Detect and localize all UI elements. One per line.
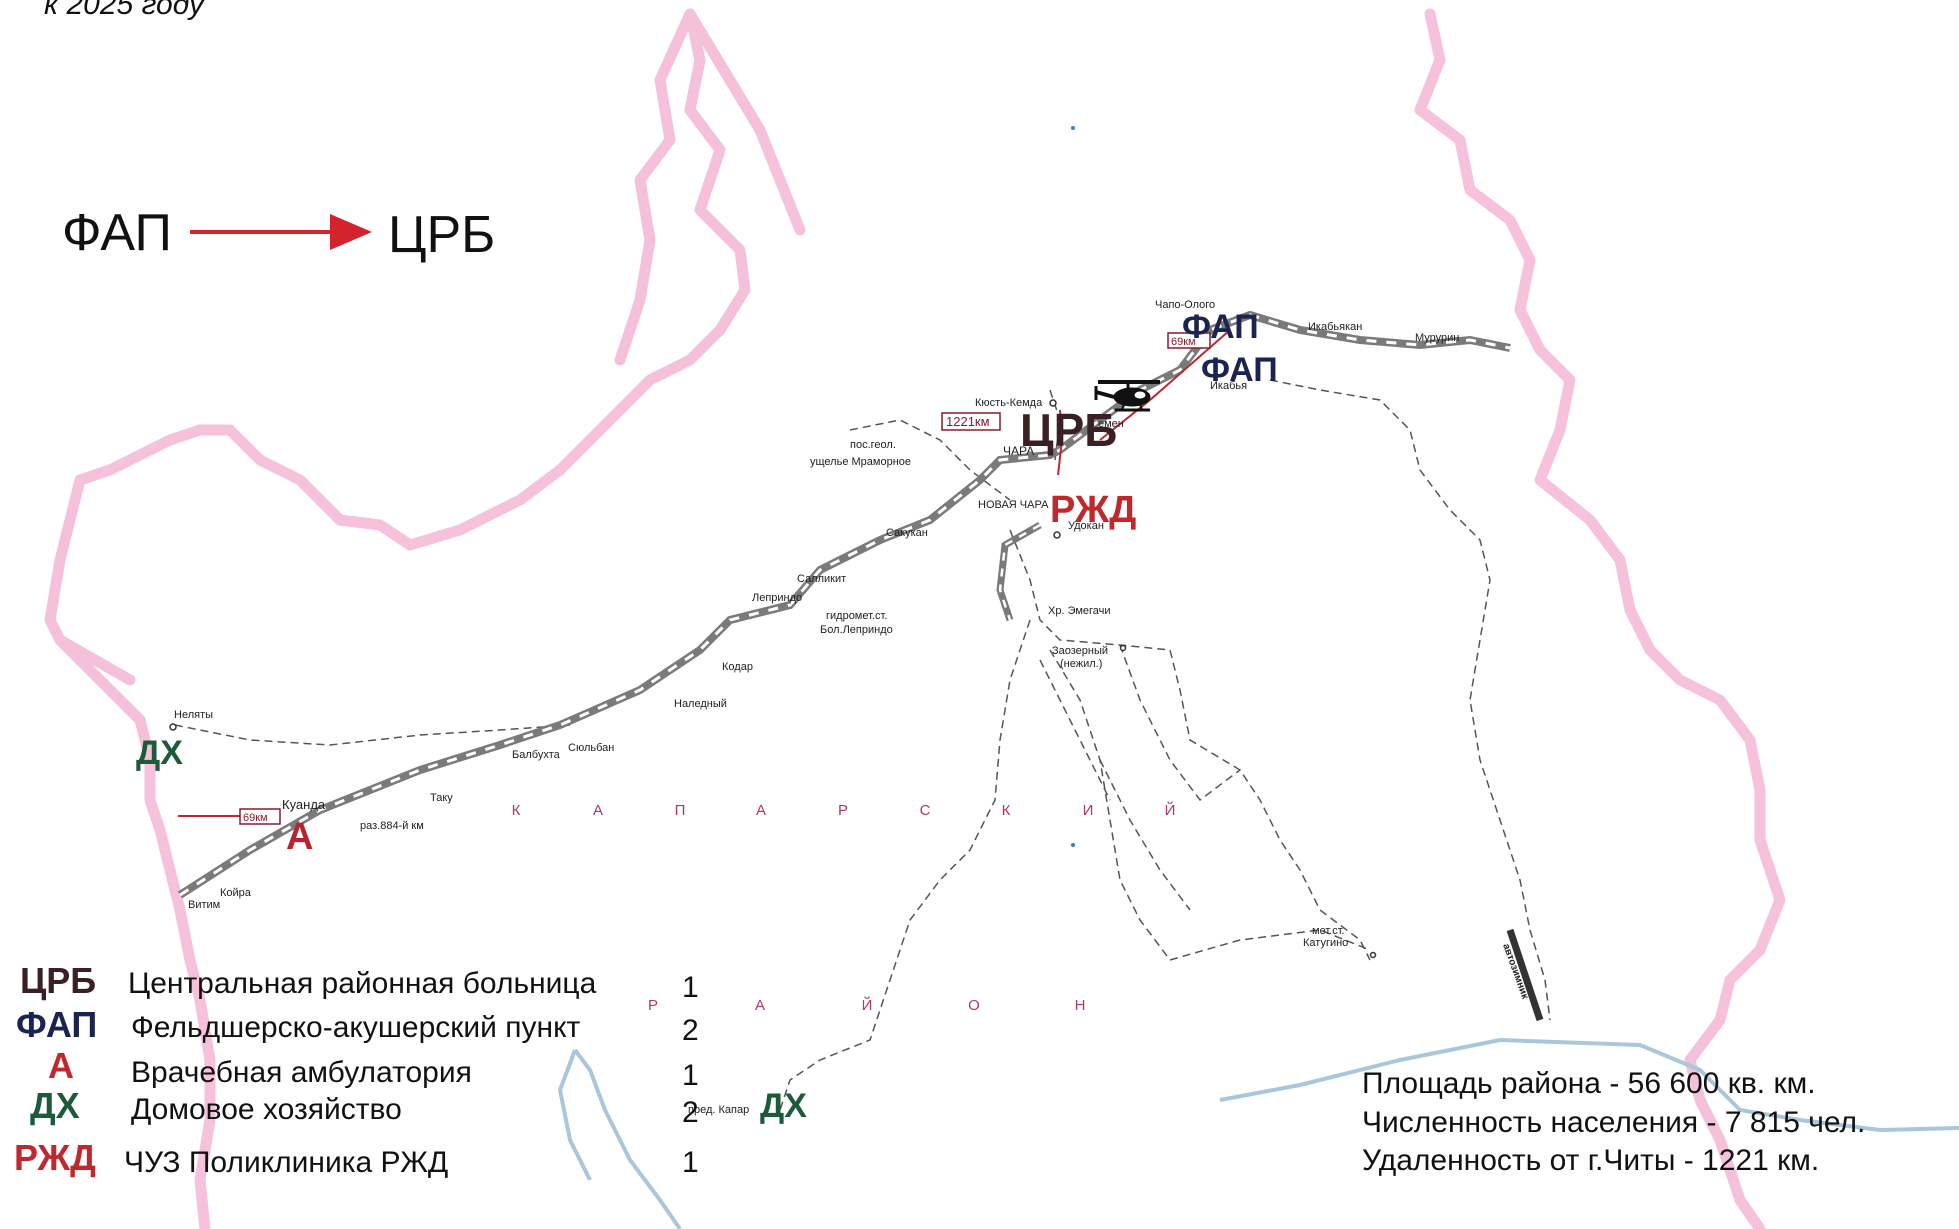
region-letter: Н bbox=[1075, 997, 1086, 1014]
label-koyra: Койра bbox=[220, 887, 252, 899]
region-letter: А bbox=[593, 802, 603, 819]
legend: ЦРБ Центральная районная больница 1 ФАП … bbox=[14, 960, 699, 1179]
legend-symbol-rzhd: РЖД bbox=[14, 1137, 96, 1178]
stat-population: Численность населения - 7 815 чел. bbox=[1362, 1106, 1865, 1139]
label-raz884: раз.884-й км bbox=[360, 820, 424, 832]
flow-to-label: ЦРБ bbox=[388, 206, 495, 264]
label-gidromet: гидромет.ст. bbox=[826, 610, 887, 622]
region-letter: А bbox=[756, 802, 766, 819]
label-kodar: Кодар bbox=[722, 661, 753, 673]
settlement-points bbox=[169, 399, 1377, 959]
legend-symbol-fap: ФАП bbox=[16, 1004, 97, 1045]
label-kyust-kemda: Кюсть-Кемда bbox=[975, 397, 1043, 409]
mark-ambulatory: А bbox=[286, 816, 313, 858]
mark-rzhd: РЖД bbox=[1050, 489, 1136, 531]
legend-symbol-amb: А bbox=[48, 1045, 74, 1086]
mark-dh-nelyaty: ДХ bbox=[136, 734, 183, 772]
label-leprindo: Леприндо bbox=[752, 592, 802, 604]
distance-chapo: 69км bbox=[1171, 336, 1196, 348]
legend-count-rzhd: 1 bbox=[682, 1146, 699, 1179]
label-mururin: Мурурин bbox=[1415, 332, 1459, 344]
mark-fap-ikabya: ФАП bbox=[1201, 351, 1278, 389]
railway bbox=[177, 310, 1511, 899]
helicopter-icon bbox=[1094, 380, 1160, 412]
label-bol-leprindo: Бол.Леприндо bbox=[820, 624, 893, 636]
legend-label-rzhd: ЧУЗ Поликлиника РЖД bbox=[124, 1146, 448, 1179]
label-nelyaty: Неляты bbox=[174, 709, 213, 721]
arrow-right-icon bbox=[330, 214, 372, 250]
region-letter: А bbox=[755, 997, 765, 1014]
label-balbukhta: Балбухта bbox=[512, 749, 561, 761]
region-letter: К bbox=[1002, 802, 1011, 819]
legend-label-dh: Домовое хозяйство bbox=[131, 1093, 402, 1126]
region-letter: Р bbox=[648, 997, 658, 1014]
title-fragment: к 2025 году bbox=[44, 0, 206, 21]
label-chapo-ologo: Чапо-Олого bbox=[1155, 299, 1215, 311]
region-letter: Р bbox=[838, 802, 848, 819]
label-emen: емен bbox=[1098, 418, 1124, 430]
label-katugino: Катугино bbox=[1303, 937, 1348, 949]
legend-count-crb: 1 bbox=[682, 971, 699, 1004]
label-uschelie: ущелье Мраморное bbox=[810, 456, 911, 468]
region-letter: И bbox=[1083, 802, 1094, 819]
stat-area: Площадь района - 56 600 кв. км. bbox=[1362, 1067, 1816, 1100]
distance-chita: 1221км bbox=[946, 414, 990, 429]
region-name: К А П А Р С К И Й Р А Й О Н bbox=[512, 801, 1176, 1014]
region-letter: О bbox=[968, 997, 980, 1014]
label-zaozerny: Заозерный bbox=[1052, 645, 1108, 657]
label-met-st: мет.ст. bbox=[1312, 925, 1345, 937]
label-pred-kapar: пред. Капар bbox=[688, 1104, 749, 1116]
mark-fap-chapo: ФАП bbox=[1182, 308, 1259, 346]
legend-symbol-crb: ЦРБ bbox=[20, 960, 96, 1001]
label-sallikit: Салликит bbox=[797, 573, 846, 585]
map-marks: ФАП ФАП ЦРБ РЖД А ДХ ДХ bbox=[136, 308, 1278, 1125]
label-vitim: Витим bbox=[188, 899, 220, 911]
district-boundary bbox=[44, 8, 1786, 1229]
label-chara: ЧАРА bbox=[1003, 444, 1034, 458]
distance-boxes: 1221км 69км 69км bbox=[239, 332, 1211, 825]
mark-crb: ЦРБ bbox=[1020, 404, 1117, 456]
label-nezhil: (нежил.) bbox=[1060, 658, 1102, 670]
distance-kuanda: 69км bbox=[243, 812, 268, 824]
label-khr-emegachi: Хр. Эмегачи bbox=[1048, 605, 1111, 617]
legend-count-dh: 2 bbox=[682, 1096, 699, 1129]
legend-count-amb: 1 bbox=[682, 1059, 699, 1092]
label-udokan: Удокан bbox=[1068, 520, 1104, 532]
winter-road bbox=[1506, 928, 1544, 1022]
label-naledny: Наледный bbox=[674, 698, 727, 710]
label-ikabyakan: Икабьякан bbox=[1308, 321, 1362, 333]
region-letter: К bbox=[512, 802, 521, 819]
region-letter: Й bbox=[1165, 801, 1176, 819]
label-taku: Таку bbox=[430, 792, 453, 804]
label-novaya-chara: НОВАЯ ЧАРА bbox=[978, 499, 1049, 511]
rivers bbox=[557, 1037, 1959, 1229]
region-letter: С bbox=[920, 802, 931, 819]
route-lines bbox=[178, 329, 1231, 817]
legend-label-crb: Центральная районная больница bbox=[128, 967, 597, 1000]
mark-dh-kapar: ДХ bbox=[760, 1087, 807, 1125]
region-letter: П bbox=[675, 802, 686, 819]
label-ikabya: Икабья bbox=[1210, 380, 1247, 392]
legend-count-fap: 2 bbox=[682, 1014, 699, 1047]
roads bbox=[174, 379, 1551, 1111]
label-pos-geol: пос.геол. bbox=[850, 439, 896, 451]
label-syulban: Сюльбан bbox=[568, 742, 614, 754]
region-letter: Й bbox=[862, 996, 873, 1014]
stat-distance: Удаленность от г.Читы - 1221 км. bbox=[1362, 1144, 1819, 1177]
label-sakukan: Сакукан bbox=[886, 527, 928, 539]
flow-diagram: ФАП ЦРБ bbox=[62, 204, 495, 264]
district-stats: Площадь района - 56 600 кв. км. Численно… bbox=[1362, 1067, 1865, 1177]
legend-symbol-dh: ДХ bbox=[30, 1085, 80, 1126]
legend-label-amb: Врачебная амбулатория bbox=[131, 1056, 472, 1089]
label-kuanda: Куанда bbox=[282, 797, 326, 812]
legend-label-fap: Фельдшерско-акушерский пункт bbox=[131, 1011, 581, 1044]
flow-from-label: ФАП bbox=[62, 204, 172, 262]
